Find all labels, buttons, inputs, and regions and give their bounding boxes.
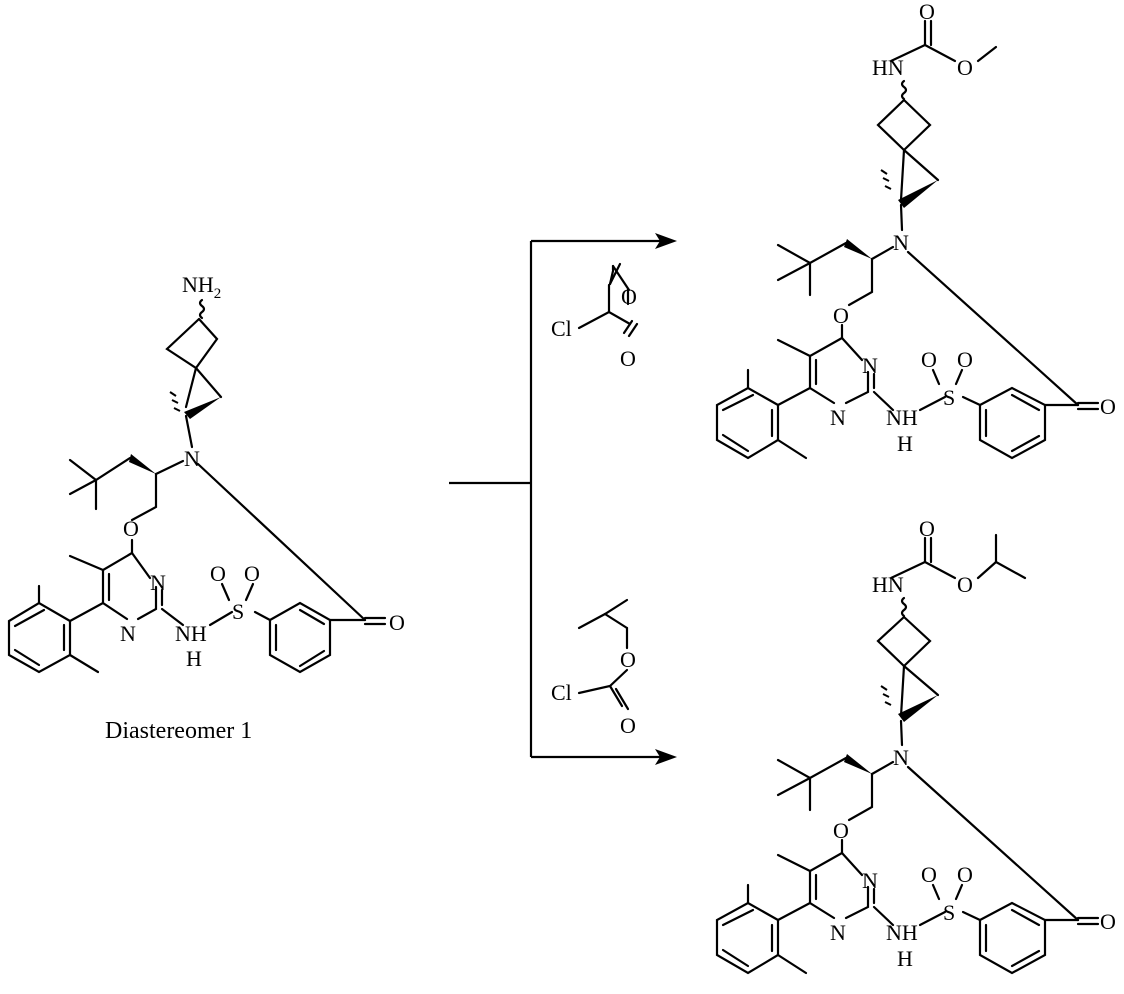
pt-o-carbonyl: O — [1100, 394, 1116, 419]
starting-material-structure: NH2 N O N N NH H S O O O — [9, 272, 405, 672]
pb-o-carbamate-co: O — [919, 516, 935, 541]
reagent-bottom-o-ester: O — [620, 647, 636, 672]
reagent-bottom-o-carbonyl: O — [620, 713, 636, 738]
reagent-methyl-chloroformate: Cl O O — [551, 264, 637, 371]
sm-o-ether: O — [123, 516, 139, 541]
pb-o-ether: O — [833, 818, 849, 843]
pt-o-ether: O — [833, 303, 849, 328]
pb-nh: NH — [886, 920, 918, 945]
pb-n-amine: N — [893, 745, 909, 770]
sm-nh2-text: NH — [182, 272, 214, 297]
sm-n-pyr2: N — [120, 621, 136, 646]
reagent-top-o-ester: O — [621, 284, 637, 309]
pb-n-pyr1: N — [862, 868, 878, 893]
pt-h: H — [897, 431, 913, 456]
pb-s: S — [943, 900, 955, 925]
product-bottom-structure: HN O O N O N N NH H S O O O — [717, 516, 1116, 973]
reagent-bottom-cl: Cl — [551, 680, 572, 705]
pb-o-carbonyl: O — [1100, 909, 1116, 934]
pb-o-s1: O — [921, 862, 937, 887]
pt-n-pyr1: N — [862, 353, 878, 378]
reagent-top-cl: Cl — [551, 316, 572, 341]
sm-n-amine: N — [184, 446, 200, 471]
pb-o-s2: O — [957, 862, 973, 887]
pt-o-carbamate-ester: O — [957, 55, 973, 80]
pt-o-s2: O — [957, 347, 973, 372]
starting-material-caption: Diastereomer 1 — [105, 718, 252, 744]
sm-nh: NH — [175, 621, 207, 646]
product-top-structure: HN O O N O N N NH H S O O O — [717, 0, 1116, 458]
pt-hn: HN — [872, 55, 904, 80]
pt-s: S — [943, 385, 955, 410]
pt-o-carbamate-co: O — [919, 0, 935, 24]
pb-n-pyr2: N — [830, 920, 846, 945]
pt-nh: NH — [886, 405, 918, 430]
sm-o-s2: O — [244, 561, 260, 586]
reagent-top-o-carbonyl: O — [620, 346, 636, 371]
sm-nh2-subscript: 2 — [214, 286, 222, 302]
sm-s: S — [232, 599, 244, 624]
sm-o-s1: O — [210, 561, 226, 586]
pt-o-s1: O — [921, 347, 937, 372]
pt-n-amine: N — [893, 230, 909, 255]
pb-h: H — [897, 946, 913, 971]
pt-n-pyr2: N — [830, 405, 846, 430]
sm-o-carbonyl: O — [389, 610, 405, 635]
pb-o-carbamate-ester: O — [957, 572, 973, 597]
reagent-isopropyl-chloroformate: Cl O O — [551, 600, 636, 738]
sm-nh2-label: NH2 — [182, 272, 221, 302]
sm-h: H — [186, 646, 202, 671]
pb-hn: HN — [872, 572, 904, 597]
sm-n-pyr1: N — [150, 570, 166, 595]
